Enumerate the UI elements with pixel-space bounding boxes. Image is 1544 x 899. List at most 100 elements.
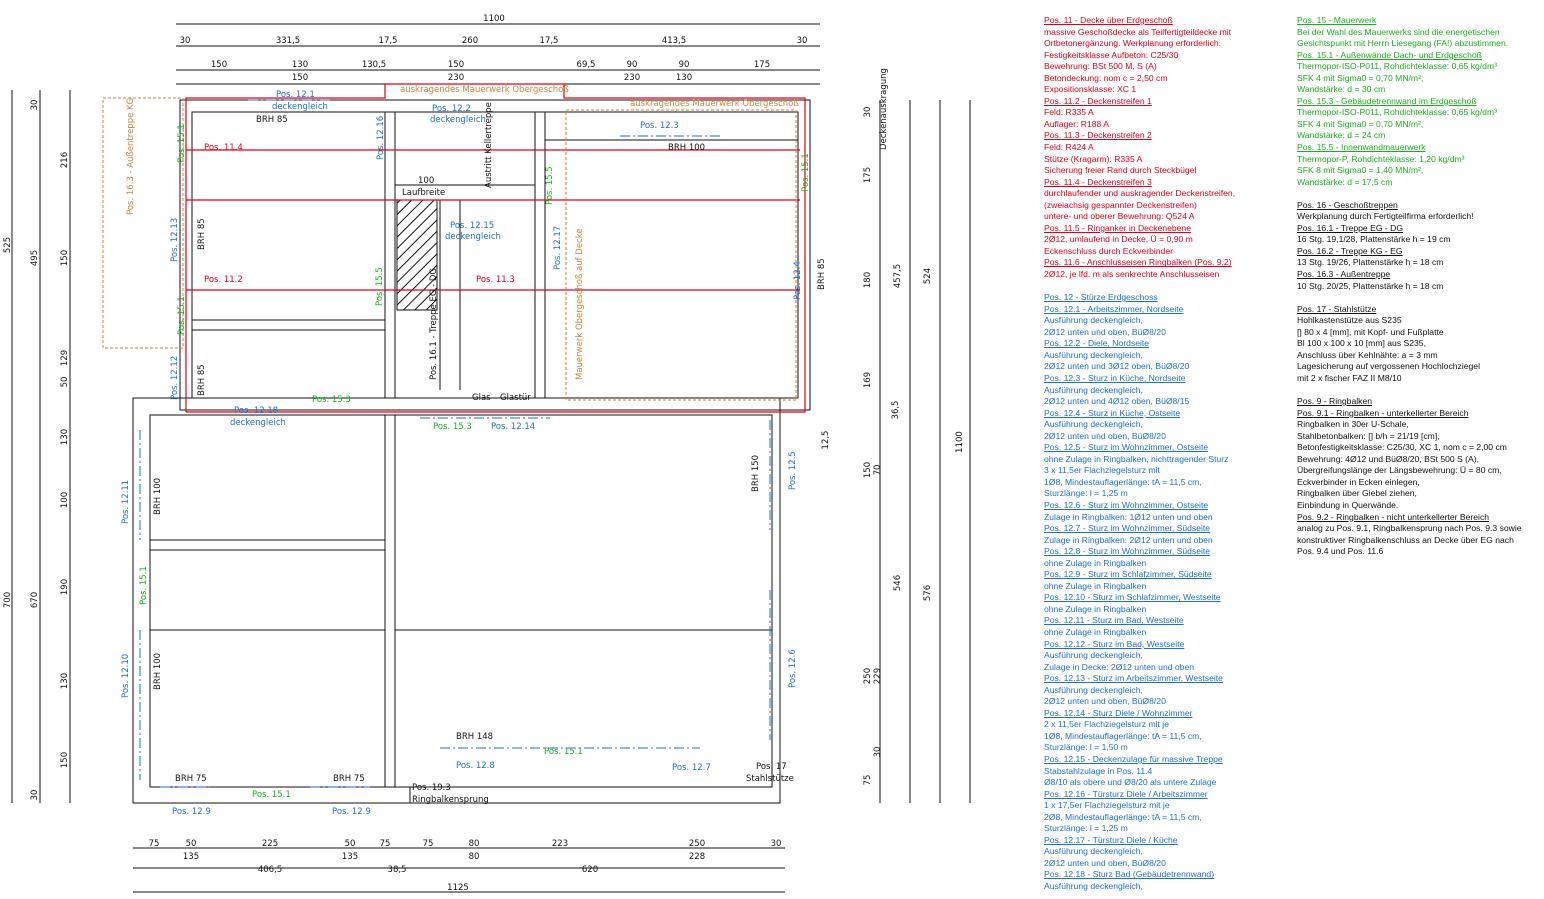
label-treppe-eg: Pos. 16.1 - Treppe EG - DG (429, 268, 439, 380)
dim-bot-6: 75 (423, 839, 434, 849)
label-deckengleich-2: deckengleich (430, 115, 486, 125)
note-line: ohne Zulage in Ringbalken (1044, 580, 1147, 591)
dim-top-r2-4: 150 (448, 60, 464, 70)
note-heading: Pos. 12.15 - Deckenzulage für massive Tr… (1044, 754, 1223, 764)
pos-12-7: Pos. 12.7 (672, 763, 711, 773)
note-line: Ausführung deckengleich, (1044, 881, 1143, 892)
note-line: 2Ø12 unten und oben, BüØ8/20 (1044, 326, 1166, 337)
dim-bot-10: 30 (771, 839, 782, 849)
note-line: 2 x 11,5er Flachziegelsturz mit je (1044, 719, 1169, 730)
note-heading: Pos. 15.3 - Gebäudetrennwand im Erdgesch… (1297, 95, 1477, 106)
note-line: Bewehrung: BSt 500 M, S (A) (1044, 61, 1157, 72)
note-line: konstruktiver Ringbalkenschluss an Decke… (1297, 534, 1514, 545)
note-heading: Pos. 12.5 - Sturz im Wohnzimmer, Ostseit… (1044, 442, 1209, 453)
dim-right-13: 75 (863, 775, 873, 786)
dim-right-2: 175 (863, 167, 873, 183)
pos-15-1-a: Pos. 15.1 (177, 124, 187, 163)
dim-bot-8: 223 (552, 839, 568, 849)
dim-right-15: 457,5 (893, 264, 903, 288)
pos-12-15: Pos. 12.15 (450, 221, 494, 231)
dim-top-r2-1: 150 (211, 60, 227, 70)
dim-left-10: 190 (60, 579, 70, 595)
dim-left-9: 100 (60, 492, 70, 508)
note-heading: Pos. 12.16 - Türsturz Diele / Arbeitszim… (1044, 788, 1208, 799)
dim-left-5: 150 (60, 250, 70, 266)
dim-top-6: 413,5 (662, 36, 686, 46)
note-line: Zulage in Decke: 2Ø12 unten und oben (1044, 661, 1195, 672)
dim-top-r2-8: 175 (754, 60, 770, 70)
note-line: Thermopor-ISO-P011, Rohdichteklasse: 0,6… (1297, 61, 1497, 72)
pos-15-1-e: Pos. 15.1 (544, 747, 583, 757)
pos-11-3: Pos. 11.3 (476, 275, 515, 285)
dim-left-8: 130 (60, 429, 70, 445)
label-brh148: BRH 148 (456, 732, 493, 742)
dim-left-12: 670 (30, 592, 40, 608)
note-heading: Pos. 16.2 - Treppe KG - EG (1297, 245, 1403, 256)
dim-bot-r3-3: 620 (582, 865, 598, 875)
note-heading: Pos. 12.3 - Sturz in Küche, Nordseite (1044, 372, 1186, 383)
note-line: Stabstahlzulage in Pos. 11.4 (1044, 765, 1153, 776)
dim-right-16: 576 (923, 585, 933, 601)
note-heading: Pos. 16 - Geschoßtreppen (1297, 199, 1398, 210)
note-line: 2Ø12 unten und oben, BüØ8/20 (1044, 430, 1166, 441)
note-line: 3 x 11,5er Flachziegelsturz mit (1044, 465, 1160, 476)
pos-15-5-a: Pos. 15.5 (375, 267, 385, 306)
note-line: Stütze (Kragarm): R335 A (1044, 153, 1143, 164)
note-line: 2Ø12, je lfd. m als senkrechte Anschluss… (1044, 269, 1220, 280)
note-line: Hohlkastenstütze aus S235 (1297, 315, 1402, 326)
note-line: 2Ø12 unten und 4Ø12 oben, BüØ8/15 (1044, 396, 1190, 407)
dim-right-6: 12,5 (821, 431, 831, 450)
label-brh85-b: BRH 85 (197, 218, 207, 250)
note-heading: Pos. 12.14 - Sturz Diele / Wohnzimmer (1044, 707, 1193, 718)
dim-top-7: 30 (797, 36, 808, 46)
dim-bot-1: 75 (149, 839, 160, 849)
note-line: Thermopor-P, Rohdichteklasse: 1,20 kg/dm… (1297, 153, 1465, 164)
note-line (1297, 292, 1522, 304)
dim-left-15: 30 (30, 790, 40, 801)
pos-12-5: Pos. 12.5 (788, 451, 798, 490)
note-heading: Pos. 12.11 - Sturz im Bad, Westseite (1044, 615, 1184, 626)
pos-12-14: Pos. 12.14 (491, 422, 535, 432)
dim-right-4: 169 (863, 372, 873, 388)
note-heading: Pos. 12.9 - Sturz im Schlafzimmer, Südse… (1044, 569, 1212, 580)
note-heading: Pos. 9.2 - Ringbalken - nicht unterkelle… (1297, 511, 1490, 522)
note-line: [] 80 x 4 [mm], mit Kopf- und Fußplatte (1297, 326, 1444, 337)
note-line: Feld: R335 A (1044, 107, 1094, 118)
note-heading: Pos. 11 - Decke über Erdgeschoß (1044, 15, 1173, 25)
label-brh150: BRH 150 (751, 455, 761, 492)
note-line: Ausführung deckengleich, (1044, 349, 1143, 360)
note-line: Anschluss über Kehlnähte: a = 3 mm (1297, 349, 1438, 360)
note-heading: Pos. 12.18 - Sturz Bad (Gebäudetrennwand… (1044, 869, 1215, 880)
note-line: ohne Zulage in Ringbalken (1044, 626, 1147, 637)
note-line: Einbindung in Querwände. (1297, 499, 1399, 510)
dim-top-r2-3: 130,5 (362, 60, 386, 70)
pos-12-13: Pos. 12.13 (170, 218, 180, 262)
dim-left-6: 129 (60, 350, 70, 366)
dim-left-2: 216 (60, 152, 70, 168)
dim-left-13: 130 (60, 673, 70, 689)
pos-12-18: Pos. 12.18 (234, 406, 278, 416)
note-line: Betonfestigkeitsklasse: C25/30, XC 1, no… (1297, 442, 1507, 453)
dim-bot-4: 50 (345, 839, 356, 849)
note-line: 2Ø12 unten und 3Ø12 oben, BüØ8/20 (1044, 361, 1190, 372)
dim-bot-2: 50 (186, 839, 197, 849)
dim-bot-r3-2: 38,5 (388, 865, 407, 875)
note-line: Ortbetonergänzung. Werkplanung erforderl… (1044, 38, 1222, 49)
note-line: untere- und oberer Bewehrung: Q524 A (1044, 211, 1195, 222)
note-line: Ausführung deckengleich, (1044, 419, 1143, 430)
label-pos193: Pos. 19.3 (412, 783, 451, 793)
note-line: Ø8/10 als obere und Ø8/20 als untere Zul… (1044, 777, 1217, 788)
label-stahlstuetze: Stahlstütze (746, 774, 794, 784)
note-heading: Pos. 11.5 - Ringanker in Deckenebene (1044, 222, 1191, 233)
note-line: Festigkeitsklasse Aufbeton: C25/30 (1044, 49, 1179, 60)
dim-left-1: 30 (30, 100, 40, 111)
note-heading: Pos. 11.4 - Deckenstreifen 3 (1044, 176, 1152, 187)
dim-bot-r2-4: 228 (689, 852, 705, 862)
note-line: Sturzlänge: l = 1,25 m (1044, 488, 1128, 499)
note-line: durchlaufender und auskragender Deckenst… (1044, 188, 1236, 199)
slab-outline (185, 83, 806, 413)
note-heading: Pos. 11.6 - Anschlusseisen Ringbalken (P… (1044, 257, 1232, 268)
label-deckenauskragung: Deckenauskragung (879, 68, 889, 150)
dim-right-17: 1100 (955, 431, 965, 453)
